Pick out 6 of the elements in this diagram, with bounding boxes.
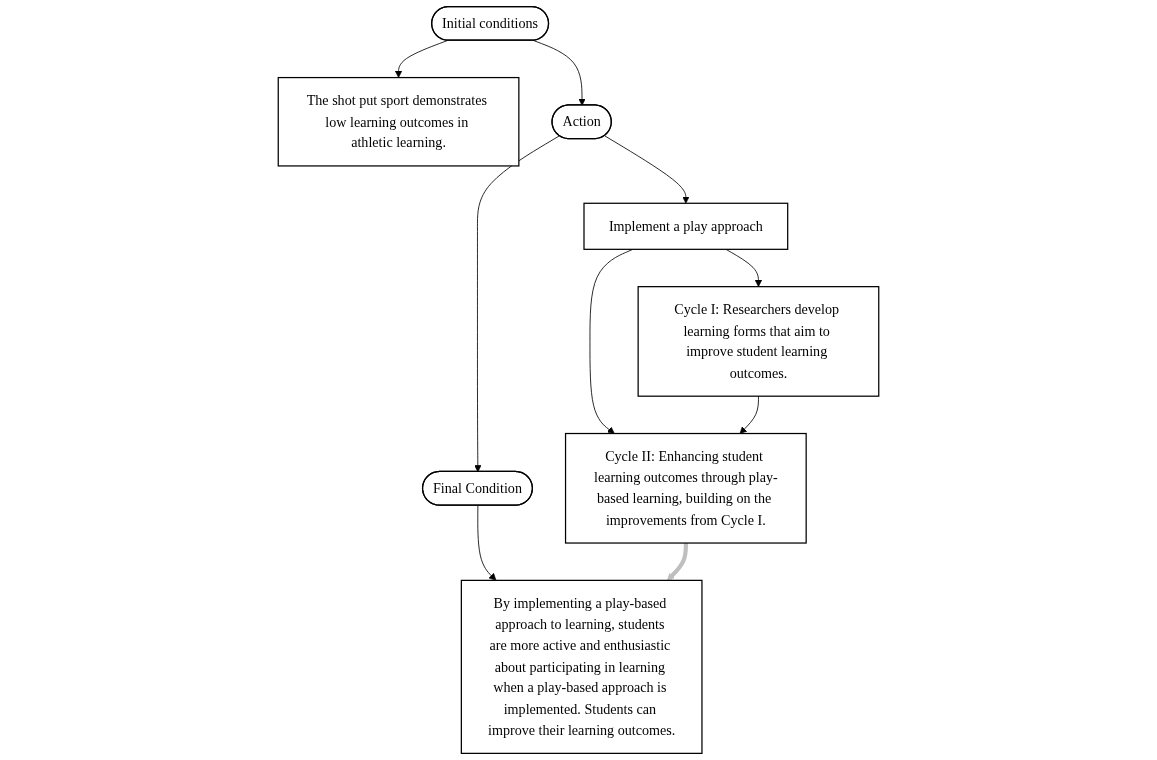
node-box: The shot put sport demonstrates low learning outcomes in athletic learning. [277,76,520,167]
node-box: Cycle II: Enhancing student learning outcomes through play-based learning, building on the improvements from Cycle I. [564,432,807,544]
node-box: By implementing a play-based approach to learning, students are more active and enthusiastic about participating in learning when a play-based approach is implemented. Students can improve their learning outcomes. [460,579,703,754]
arrow [667,543,688,581]
node-box: Implement a play approach [583,202,789,250]
node-box: Cycle I: Researchers develop learning forms that aim to improve student learning outcomes. [637,286,880,397]
